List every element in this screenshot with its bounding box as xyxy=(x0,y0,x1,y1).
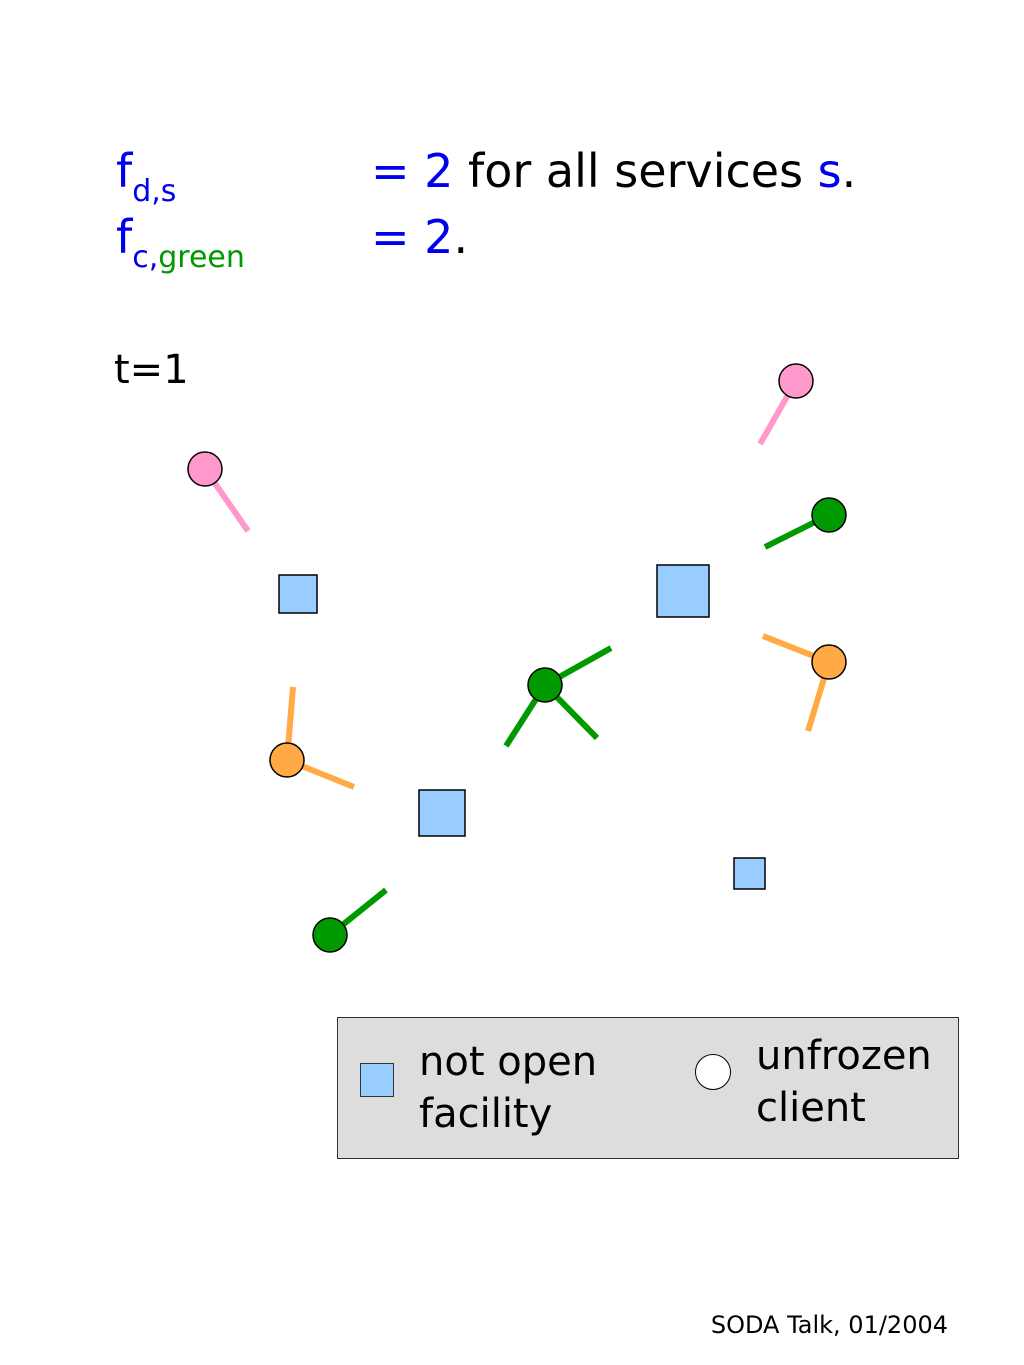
footer-caption: SODA Talk, 01/2004 xyxy=(710,1311,948,1339)
eq2-f: f xyxy=(116,210,133,264)
eq2-subscript: c,green xyxy=(132,240,245,275)
facility-square xyxy=(418,789,466,837)
equation-line-2: fc,green = 2. xyxy=(116,214,468,273)
legend-box: not open facility unfrozen client xyxy=(337,1017,959,1159)
facility-diagram xyxy=(187,363,847,953)
green-client-node xyxy=(527,667,563,703)
green-client-node xyxy=(312,917,348,953)
equation-line-1: fd,s = 2 for all services s. xyxy=(116,148,856,207)
orange-client-node xyxy=(811,644,847,680)
eq2-end: . xyxy=(453,210,469,264)
green-client-group-center xyxy=(503,645,613,748)
green-client-node xyxy=(811,497,847,533)
eq1-var: s xyxy=(817,144,842,198)
pink-client-node xyxy=(187,451,223,487)
orange-client-group-left xyxy=(269,686,356,790)
facility-square xyxy=(278,574,318,614)
client-legend-icon xyxy=(695,1054,731,1090)
eq2-subscript-green: green xyxy=(158,240,245,275)
green-client-group-bottom-left xyxy=(312,887,388,953)
time-label: t=1 xyxy=(114,347,189,393)
green-client-group-top-right xyxy=(763,497,847,550)
eq1-text: for all services xyxy=(453,144,818,198)
eq1-end: . xyxy=(841,144,857,198)
pink-client-node xyxy=(778,363,814,399)
pink-client-group-left xyxy=(187,451,251,533)
legend-label-client: unfrozen client xyxy=(756,1033,932,1131)
eq2-equals: = 2 xyxy=(371,210,454,264)
orange-client-node xyxy=(269,742,305,778)
eq1-subscript: d,s xyxy=(132,174,177,209)
orange-client-group-right xyxy=(761,633,847,732)
facility-square xyxy=(656,564,710,618)
facility-square xyxy=(733,857,766,890)
eq1-equals: = 2 xyxy=(371,144,454,198)
eq2-rhs: = 2. xyxy=(371,214,468,260)
legend-label-facility: not open facility xyxy=(419,1039,598,1137)
eq1-f: f xyxy=(116,144,133,198)
pink-client-group-right xyxy=(757,363,814,446)
eq2-subscript-c: c, xyxy=(132,240,159,275)
facility-legend-icon xyxy=(360,1063,394,1097)
eq1-rhs: = 2 for all services s. xyxy=(371,148,856,194)
